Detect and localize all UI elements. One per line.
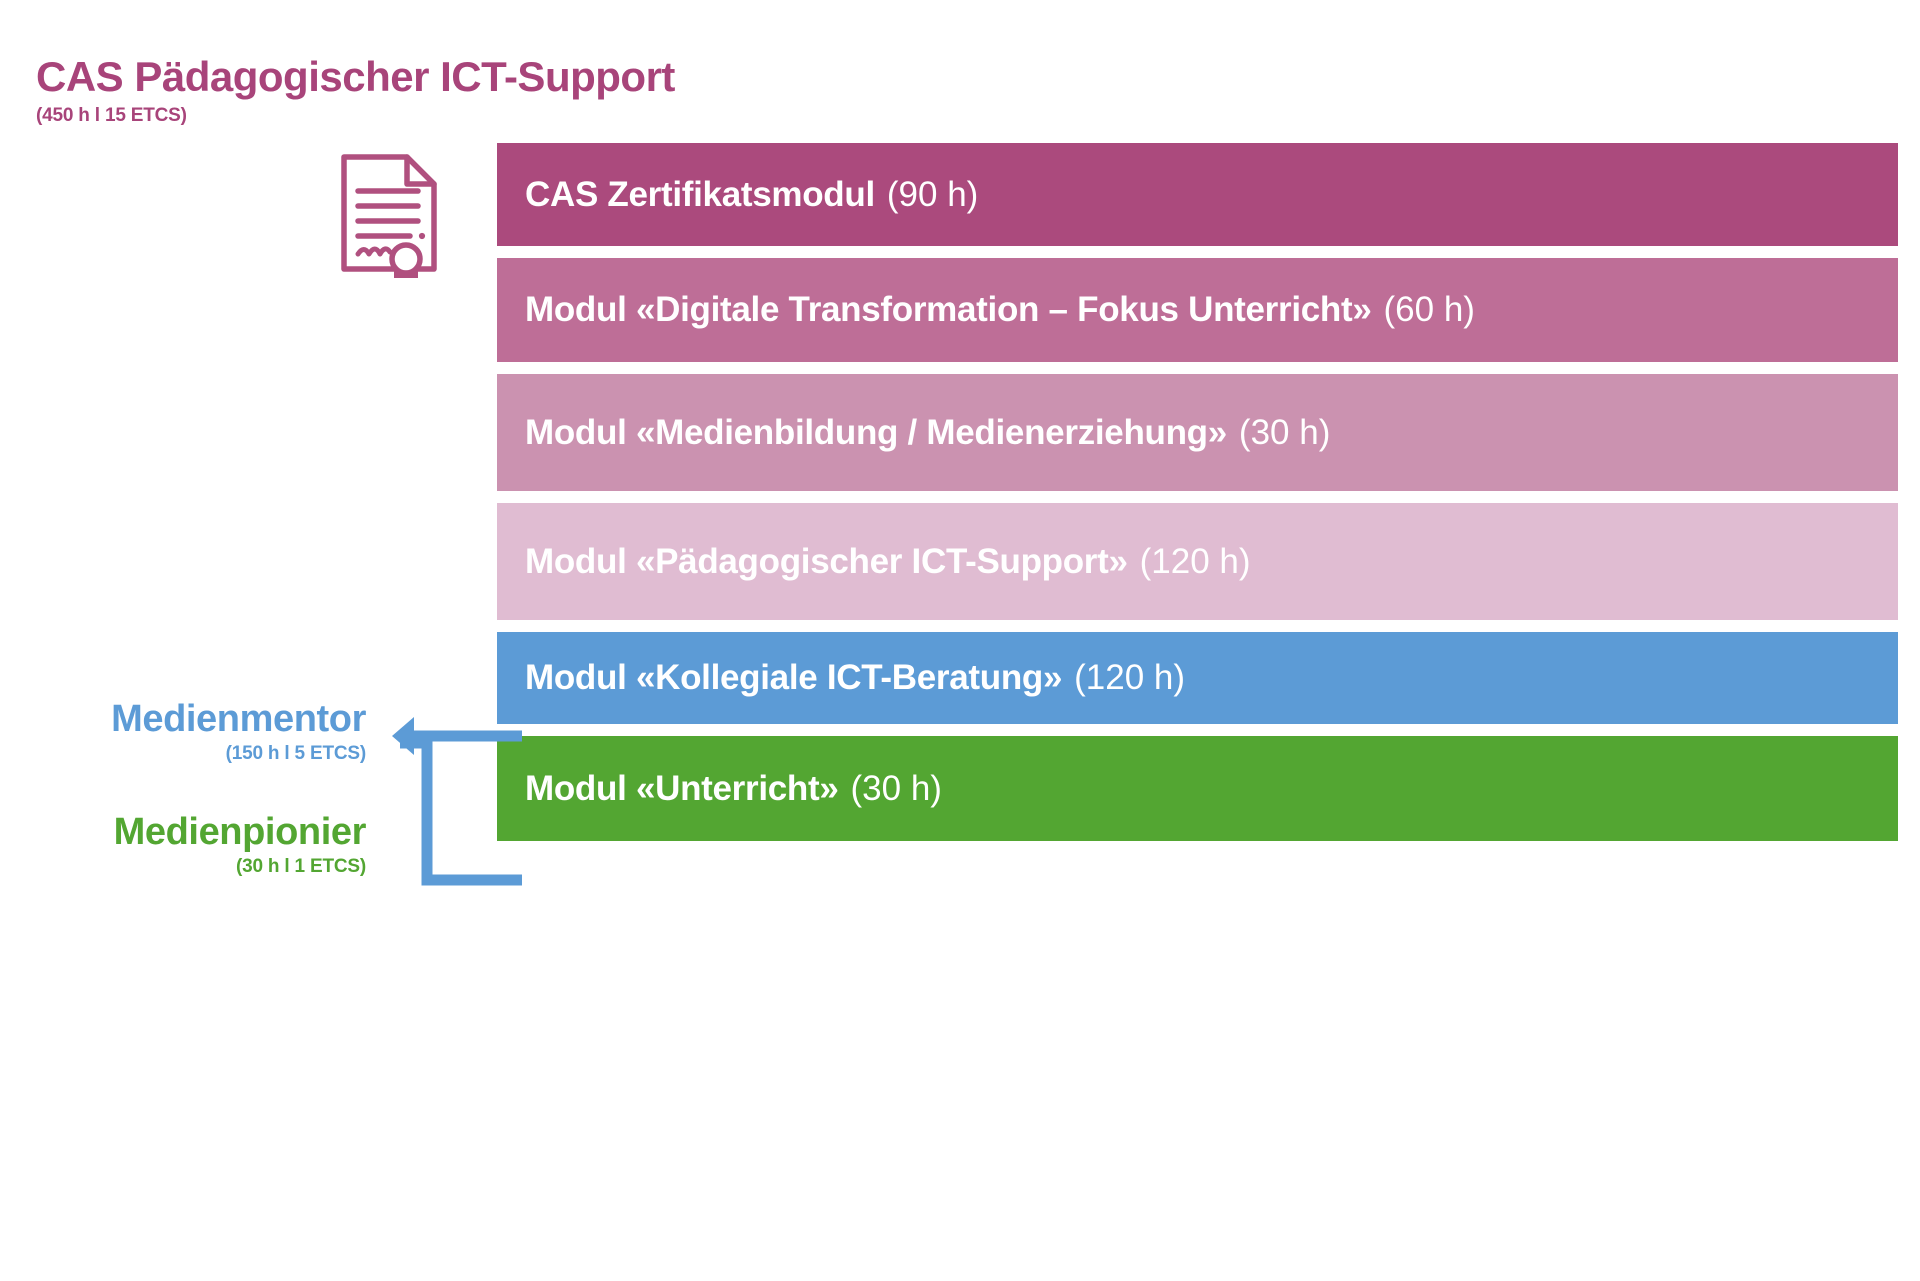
module-bar-chart: CAS Zertifikatsmodul (90 h) Modul «Digit…	[497, 143, 1898, 841]
module-hours: (60 h)	[1383, 290, 1475, 329]
module-label: CAS Zertifikatsmodul	[525, 174, 875, 214]
module-hours: (30 h)	[1238, 412, 1331, 452]
module-bar[interactable]: CAS Zertifikatsmodul (90 h)	[497, 143, 1898, 246]
module-label: Modul «Medienbildung / Medienerziehung»	[525, 412, 1227, 452]
role-medienmentor: Medienmentor (150 h l 5 ETCS)	[36, 700, 366, 765]
module-label: Modul «Digitale Transformation – Fokus U…	[525, 290, 1372, 329]
role-medienpionier: Medienpionier (30 h l 1 ETCS)	[36, 811, 367, 878]
left-arrow-bracket-icon	[392, 695, 522, 895]
module-label: Modul «Kollegiale ICT-Beratung»	[525, 658, 1063, 697]
module-bar[interactable]: Modul «Unterricht» (30 h)	[497, 736, 1898, 841]
program-hours-ects: (450 h l 15 ETCS)	[36, 105, 187, 127]
role-hours-ects: (30 h l 1 ETCS)	[235, 856, 366, 877]
module-bar[interactable]: Modul «Pädagogischer ICT-Support» (120 h…	[497, 503, 1898, 620]
role-title: Medienpionier	[113, 811, 367, 853]
page-title: CAS Pädagogischer ICT-Support	[36, 53, 675, 100]
module-hours: (120 h)	[1139, 541, 1251, 581]
module-label: Modul «Unterricht»	[525, 768, 839, 808]
role-title: Medienmentor	[111, 698, 366, 740]
module-hours: (120 h)	[1074, 658, 1186, 697]
module-hours: (30 h)	[850, 768, 942, 808]
module-label: Modul «Pädagogischer ICT-Support»	[525, 541, 1128, 581]
role-hours-ects: (150 h l 5 ETCS)	[225, 743, 367, 764]
program-header: CAS Pädagogischer ICT-Support (450 h l 1…	[36, 53, 796, 127]
module-hours: (90 h)	[886, 174, 979, 214]
module-bar[interactable]: Modul «Digitale Transformation – Fokus U…	[497, 258, 1898, 362]
module-bar[interactable]: Modul «Kollegiale ICT-Beratung» (120 h)	[497, 632, 1898, 724]
certificate-icon	[338, 148, 448, 290]
module-bar[interactable]: Modul «Medienbildung / Medienerziehung» …	[497, 374, 1898, 491]
